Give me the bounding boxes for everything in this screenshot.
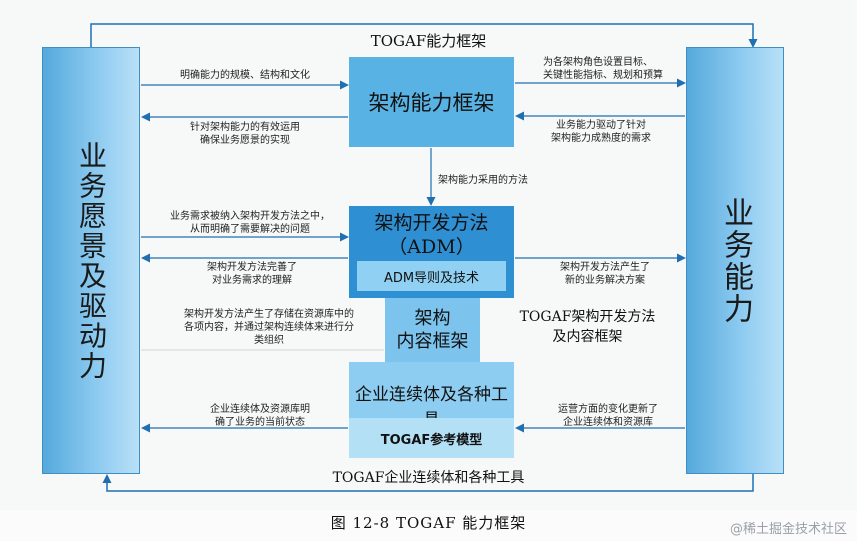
flow-label-c1: 架构能力采用的方法 bbox=[438, 175, 528, 186]
business-capability-box: 业务能力 bbox=[686, 47, 784, 474]
figure-caption: 图 12-8 TOGAF 能力框架 bbox=[330, 514, 527, 532]
content-framework-block: 架构 内容框架 bbox=[385, 298, 480, 362]
enterprise-tools-title: TOGAF企业连续体和各种工具 bbox=[332, 470, 525, 486]
connector-layer bbox=[90, 23, 758, 492]
adm-content-framework-title: TOGAF架构开发方法 及内容框架 bbox=[519, 309, 656, 345]
adm-title: 架构开发方法 （ADM） bbox=[374, 212, 489, 258]
adm-guidelines-box: ADM导则及技术 bbox=[357, 261, 506, 291]
flow-label-r4: 运营方面的变化更新了 企业连续体和资源库 bbox=[558, 404, 658, 428]
flow-label-r2: 业务能力驱动了针对 架构能力成熟度的需求 bbox=[551, 120, 651, 144]
flow-label-r1: 为各架构角色设置目标、 关键性能指标、规划和预算 bbox=[543, 57, 663, 81]
flow-label-l4: 架构开发方法完善了 对业务需求的理解 bbox=[207, 262, 297, 286]
flow-label-l1: 明确能力的规模、结构和文化 bbox=[180, 70, 310, 81]
flow-label-r3: 架构开发方法产生了 新的业务解决方案 bbox=[560, 262, 650, 286]
flow-label-l5: 架构开发方法产生了存储在资源库中的 各项内容，并通过架构连续体来进行分 类组织 bbox=[184, 309, 354, 346]
loop-top-arrow bbox=[90, 23, 758, 48]
flow-label-l2: 针对架构能力的有效运用 确保业务愿景的实现 bbox=[190, 122, 300, 146]
togaf-capability-title: TOGAF能力框架 bbox=[370, 32, 487, 50]
diagram-frame: TOGAF能力框架 业务愿景及驱动力 业务能力 架构能力框架 架构开发方法 （A… bbox=[42, 23, 784, 492]
watermark-text: @稀土掘金技术社区 bbox=[729, 522, 847, 537]
reference-model-box: TOGAF参考模型 bbox=[349, 418, 514, 458]
loop-bottom-arrow bbox=[102, 474, 754, 492]
business-vision-box: 业务愿景及驱动力 bbox=[42, 47, 140, 474]
flow-label-l3: 业务需求被纳入架构开发方法之中， 从而明确了需要解决的问题 bbox=[170, 211, 330, 235]
adm-block: 架构开发方法 （ADM） ADM导则及技术 bbox=[349, 206, 514, 298]
flow-label-l6: 企业连续体及资源库明 确了业务的当前状态 bbox=[210, 404, 310, 428]
architecture-capability-block: 架构能力框架 bbox=[349, 57, 514, 147]
enterprise-continuum-block: 企业连续体及各种工具 TOGAF参考模型 bbox=[349, 362, 514, 458]
